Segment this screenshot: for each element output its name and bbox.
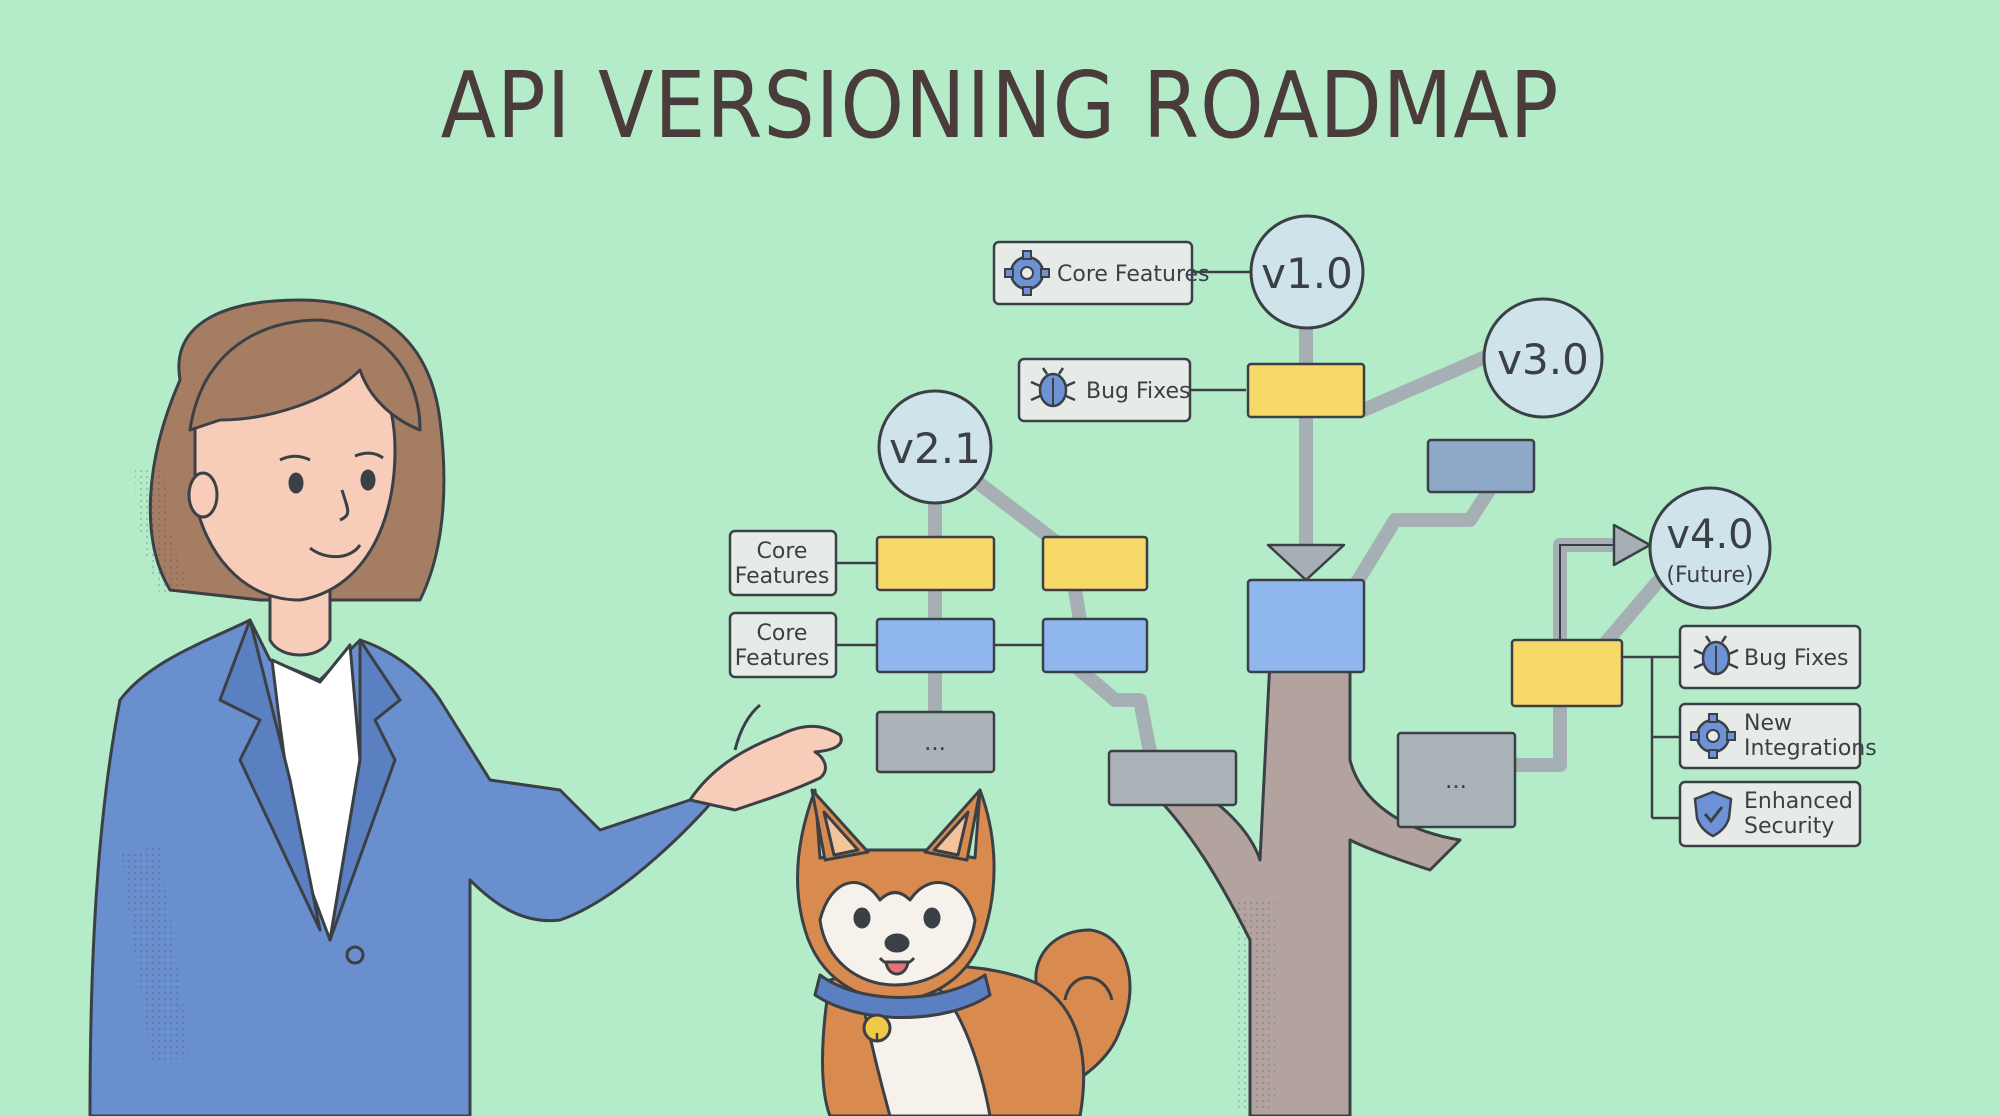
label-core-features-top xyxy=(992,240,1194,306)
tree-trunk xyxy=(1148,658,1462,1116)
v21-yellow-box-right xyxy=(1041,535,1149,592)
v21-yellow-box xyxy=(875,535,996,592)
label-text: Enhanced xyxy=(1744,789,1853,814)
label-core-features-b xyxy=(728,611,838,679)
label-text: Security xyxy=(1744,814,1834,839)
v3-ellipsis-box xyxy=(1396,731,1517,829)
shiba-dog xyxy=(796,788,1132,1116)
version-label-v4: v4.0 xyxy=(1666,512,1753,558)
connectors xyxy=(928,318,1665,772)
feature-boxes xyxy=(875,362,1624,829)
version-label-v3: v3.0 xyxy=(1497,335,1589,384)
presenter-woman xyxy=(88,298,843,1116)
connector xyxy=(958,465,1070,555)
bug-icon xyxy=(1030,367,1076,408)
version-label-v1: v1.0 xyxy=(1261,249,1353,298)
version-circle-v1 xyxy=(1249,214,1365,330)
label-text: Features xyxy=(735,564,830,589)
label-text: Bug Fixes xyxy=(1744,646,1849,671)
version-circle-v21 xyxy=(877,389,993,505)
v21-blue-box xyxy=(875,617,996,674)
connector xyxy=(1598,575,1665,650)
version-sublabel-v4: (Future) xyxy=(1666,563,1753,588)
label-text: Core Features xyxy=(1057,262,1210,287)
arrowheads xyxy=(1266,523,1652,582)
v3-steel-box xyxy=(1426,438,1536,494)
shield-icon xyxy=(1693,790,1733,838)
connector-outlines xyxy=(1559,544,1620,640)
label-text: Integrations xyxy=(1744,736,1877,761)
label-text: Features xyxy=(735,646,830,671)
v21-blue-box-right xyxy=(1041,617,1149,674)
connector xyxy=(1330,482,1498,620)
arrow-right-icon xyxy=(1612,523,1652,567)
bug-icon xyxy=(1693,635,1739,676)
label-core-features-a xyxy=(728,529,838,597)
label-bug-fixes-right xyxy=(1678,624,1862,690)
version-label-v21: v2.1 xyxy=(889,424,981,473)
label-new-integrations xyxy=(1678,702,1862,770)
version-circle-v4 xyxy=(1648,486,1772,610)
connector xyxy=(1070,660,1159,761)
connector xyxy=(1066,581,1089,629)
label-text: New xyxy=(1744,711,1792,736)
v4-yellow-box xyxy=(1510,638,1624,708)
label-bug-fixes-top xyxy=(1017,357,1192,423)
label-lines xyxy=(836,270,1680,820)
gear-icon xyxy=(1004,250,1050,296)
version-circles xyxy=(877,214,1772,610)
page-title: API VERSIONING ROADMAP xyxy=(440,52,1560,159)
version-circle-v3 xyxy=(1482,297,1604,419)
label-text: Core xyxy=(757,621,808,646)
ellipsis-text: ... xyxy=(1445,764,1467,794)
ellipsis-text: ... xyxy=(924,726,946,756)
v1-blue-box xyxy=(1246,578,1366,674)
label-text: Core xyxy=(757,539,808,564)
connector xyxy=(1358,345,1500,418)
v21-ellipsis-box xyxy=(875,710,996,774)
label-text: Bug Fixes xyxy=(1086,379,1191,404)
v21-gray-box xyxy=(1107,749,1238,807)
arrow-down-icon xyxy=(1266,543,1346,582)
connector xyxy=(1508,703,1567,772)
gear-icon xyxy=(1690,713,1736,759)
v1-yellow-box xyxy=(1246,362,1366,419)
